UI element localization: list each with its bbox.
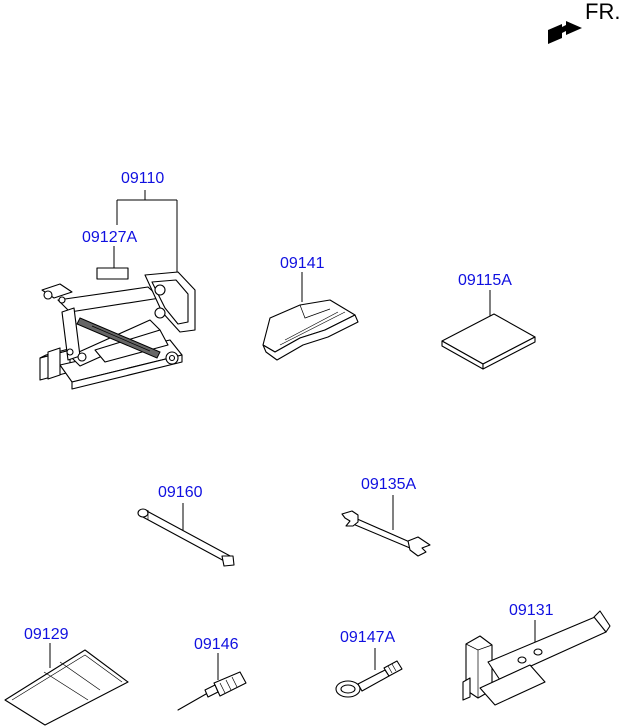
part-label-wheel-wrench[interactable]: 09131: [509, 602, 554, 619]
part-label-spanner[interactable]: 09135A: [361, 476, 417, 493]
jack-handle-drawing: [262, 299, 359, 361]
extension-bar-drawing: [137, 508, 235, 567]
part-label-jack-label[interactable]: 09127A: [82, 229, 138, 246]
part-label-tool-case[interactable]: 09129: [24, 626, 69, 643]
part-label-jack-handle[interactable]: 09141: [280, 255, 325, 272]
part-label-jack[interactable]: 09110: [121, 170, 165, 187]
jack-label-sticker: [96, 267, 129, 280]
wheel-wrench-drawing: [462, 610, 611, 706]
pad-drawing: [441, 313, 536, 370]
part-label-extension-bar[interactable]: 09160: [158, 484, 203, 501]
jack-leader-lines: [113, 190, 178, 285]
front-arrow-icon: [548, 21, 582, 44]
spanner-drawing: [341, 510, 431, 557]
screwdriver-drawing: [177, 671, 247, 711]
front-direction-label: FR.: [585, 0, 621, 24]
part-label-screwdriver[interactable]: 09146: [194, 636, 239, 653]
scissor-jack-drawing: [39, 271, 196, 390]
part-label-towing-hook[interactable]: 09147A: [340, 629, 396, 646]
part-label-pad[interactable]: 09115A: [458, 272, 512, 289]
tool-case-drawing: [4, 649, 129, 726]
towing-hook-drawing: [335, 660, 403, 698]
